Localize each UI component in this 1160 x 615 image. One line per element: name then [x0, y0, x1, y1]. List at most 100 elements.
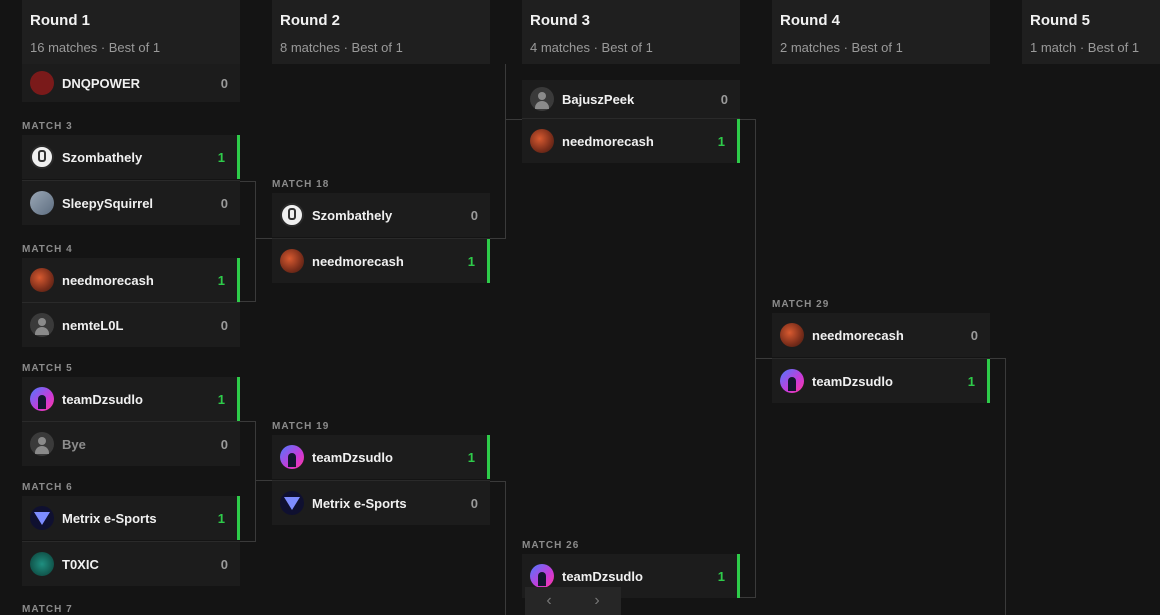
team-name: teamDzsudlo — [62, 391, 143, 407]
needmorecash-avatar-icon — [280, 249, 304, 273]
szombathely-logo-icon — [30, 145, 54, 169]
team-slot[interactable]: SleepySquirrel 0 — [22, 181, 240, 225]
needmorecash-avatar-icon — [780, 323, 804, 347]
team-name: Szombathely — [62, 149, 143, 165]
divider — [522, 118, 740, 119]
match-label: MATCH 3 — [22, 121, 73, 132]
team-name: SleepySquirrel — [62, 195, 154, 211]
bracket-connector — [256, 238, 272, 239]
needmorecash-avatar-icon — [30, 268, 54, 292]
team-slot[interactable]: T0XIC 0 — [22, 542, 240, 586]
team-name: Bye — [62, 436, 86, 452]
bracket-pager: ‹ › — [525, 587, 621, 615]
team-score: 1 — [717, 568, 725, 584]
bracket-connector — [740, 119, 756, 598]
round-header-5: Round 5 1 match · Best of 1 — [1022, 0, 1160, 64]
round-subtitle: 4 matches · Best of 1 — [530, 40, 653, 55]
match-label: MATCH 5 — [22, 363, 73, 374]
round-header-3: Round 3 4 matches · Best of 1 — [522, 0, 740, 64]
szombathely-logo-icon — [280, 203, 304, 227]
team-score: 1 — [967, 373, 975, 389]
team-score: 1 — [217, 510, 225, 526]
bracket-connector — [240, 421, 256, 542]
bracket-connector — [506, 119, 522, 120]
default-user-icon — [30, 313, 54, 337]
bracket-connector — [240, 181, 256, 302]
round-header-4: Round 4 2 matches · Best of 1 — [772, 0, 990, 64]
team-name: Metrix e-Sports — [312, 495, 407, 511]
team-name: needmorecash — [562, 133, 654, 149]
team-slot-winner[interactable]: teamDzsudlo 1 — [772, 359, 990, 403]
divider — [22, 541, 240, 542]
bracket-connector — [756, 358, 772, 359]
match-label: MATCH 4 — [22, 244, 73, 255]
team-slot-winner[interactable]: Metrix e-Sports 1 — [22, 496, 240, 540]
round-title: Round 4 — [780, 12, 840, 29]
team-score: 0 — [220, 436, 228, 452]
round-title: Round 3 — [530, 12, 590, 29]
team-slot[interactable]: Bye 0 — [22, 422, 240, 466]
metrix-logo-icon — [30, 506, 54, 530]
round-title: Round 5 — [1030, 12, 1090, 29]
divider — [22, 302, 240, 303]
team-slot[interactable]: Metrix e-Sports 0 — [272, 481, 490, 525]
team-score: 0 — [470, 207, 478, 223]
chevron-right-icon[interactable]: › — [594, 592, 600, 609]
team-slot[interactable]: Szombathely 0 — [272, 193, 490, 237]
toxic-logo-icon — [30, 552, 54, 576]
round-title: Round 1 — [30, 12, 90, 29]
team-score: 0 — [470, 495, 478, 511]
team-score: 1 — [717, 133, 725, 149]
sleepysquirrel-avatar-icon — [30, 191, 54, 215]
round-subtitle: 2 matches · Best of 1 — [780, 40, 903, 55]
team-slot-winner[interactable]: needmorecash 1 — [272, 239, 490, 283]
team-name: teamDzsudlo — [312, 449, 393, 465]
team-slot-winner[interactable]: teamDzsudlo 1 — [22, 377, 240, 421]
match-label: MATCH 7 — [22, 604, 73, 615]
team-name: T0XIC — [62, 556, 99, 572]
team-name: nemteL0L — [62, 317, 124, 333]
bracket-connector — [256, 480, 272, 481]
team-slot-winner[interactable]: needmorecash 1 — [522, 119, 740, 163]
team-score: 0 — [220, 556, 228, 572]
team-slot[interactable]: nemteL0L 0 — [22, 303, 240, 347]
teamdzsudlo-avatar-icon — [30, 387, 54, 411]
team-score: 0 — [220, 75, 228, 91]
divider — [22, 421, 240, 422]
match-label: MATCH 19 — [272, 421, 330, 432]
match-label: MATCH 18 — [272, 179, 330, 190]
divider — [22, 180, 240, 181]
team-name: teamDzsudlo — [562, 568, 643, 584]
team-score: 1 — [467, 449, 475, 465]
team-name: Metrix e-Sports — [62, 510, 157, 526]
team-score: 1 — [217, 149, 225, 165]
team-name: BajuszPeek — [562, 91, 635, 107]
bracket-connector — [990, 358, 1006, 615]
team-name: Szombathely — [312, 207, 393, 223]
metrix-logo-icon — [280, 491, 304, 515]
team-score: 0 — [720, 91, 728, 107]
bracket-connector — [490, 481, 506, 615]
round-title: Round 2 — [280, 12, 340, 29]
team-score: 1 — [217, 391, 225, 407]
team-slot[interactable]: needmorecash 0 — [772, 313, 990, 357]
default-user-icon — [530, 87, 554, 111]
team-slot-winner[interactable]: needmorecash 1 — [22, 258, 240, 302]
team-score: 0 — [970, 327, 978, 343]
team-name: needmorecash — [812, 327, 904, 343]
team-slot-winner[interactable]: teamDzsudlo 1 — [272, 435, 490, 479]
team-slot[interactable]: DNQPOWER 0 — [22, 64, 240, 102]
team-slot-winner[interactable]: Szombathely 1 — [22, 135, 240, 179]
team-name: DNQPOWER — [62, 75, 140, 91]
team-score: 0 — [220, 317, 228, 333]
match-label: MATCH 26 — [522, 540, 580, 551]
team-score: 1 — [467, 253, 475, 269]
team-slot[interactable]: BajuszPeek 0 — [522, 80, 740, 118]
match-label: MATCH 29 — [772, 299, 830, 310]
divider — [772, 358, 990, 359]
divider — [272, 480, 490, 481]
match-label: MATCH 6 — [22, 482, 73, 493]
chevron-left-icon[interactable]: ‹ — [546, 592, 552, 609]
round-subtitle: 1 match · Best of 1 — [1030, 40, 1140, 55]
divider — [272, 238, 490, 239]
